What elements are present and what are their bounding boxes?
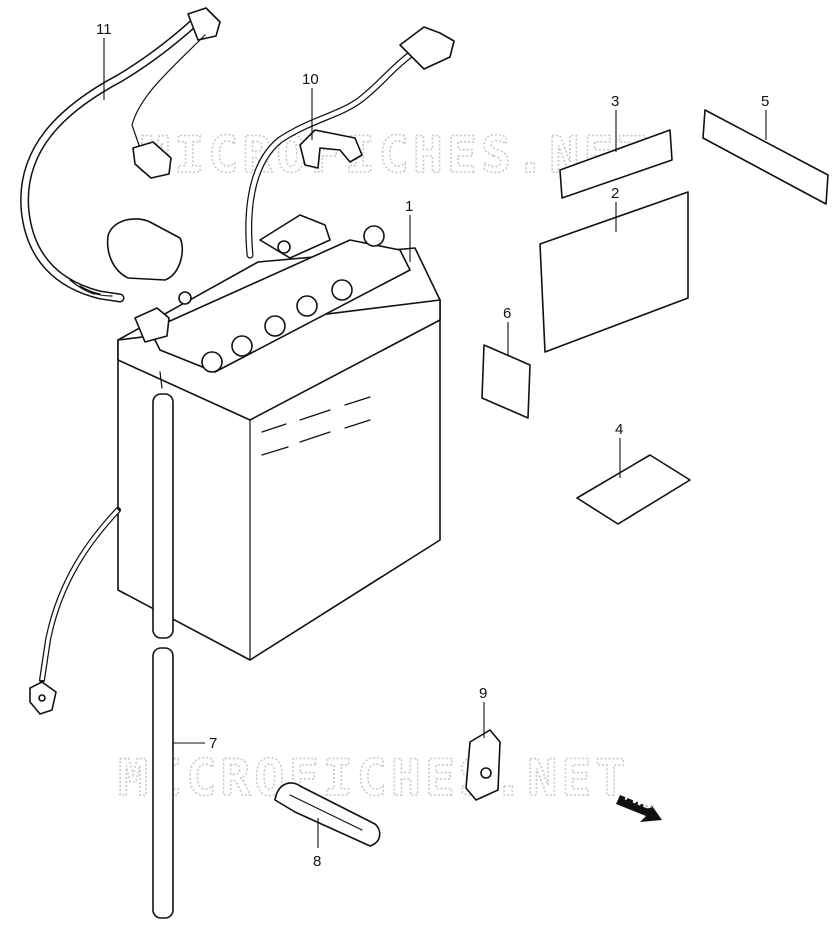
part-6-pad[interactable] bbox=[481, 344, 531, 419]
callout-9: 9 bbox=[479, 685, 487, 702]
part-9-clip[interactable] bbox=[465, 729, 501, 801]
callout-10: 10 bbox=[302, 71, 319, 88]
callout-8: 8 bbox=[313, 853, 321, 870]
callout-2: 2 bbox=[611, 185, 619, 202]
callout-4: 4 bbox=[615, 421, 623, 438]
part-11-battery-cable[interactable] bbox=[20, 7, 221, 303]
part-7-breather-tube[interactable] bbox=[152, 393, 174, 919]
callout-7: 7 bbox=[209, 735, 217, 752]
part-3-pad[interactable] bbox=[559, 129, 673, 199]
battery-cell-caps bbox=[201, 225, 385, 373]
part-1-battery[interactable] bbox=[117, 214, 441, 661]
part-2-pad[interactable] bbox=[539, 191, 689, 353]
ground-cable[interactable] bbox=[29, 507, 121, 715]
watermark-bottom: MICROFICHES.NET bbox=[118, 749, 630, 807]
callout-6: 6 bbox=[503, 305, 511, 322]
callout-3: 3 bbox=[611, 93, 619, 110]
part-5-pad[interactable] bbox=[702, 109, 829, 205]
callout-11: 11 bbox=[96, 21, 112, 38]
part-4-pad[interactable] bbox=[576, 454, 691, 525]
callout-5: 5 bbox=[761, 93, 769, 110]
part-8-strap[interactable] bbox=[274, 782, 381, 847]
callout-1: 1 bbox=[405, 198, 413, 215]
part-10-cable-clamp[interactable] bbox=[245, 26, 455, 259]
